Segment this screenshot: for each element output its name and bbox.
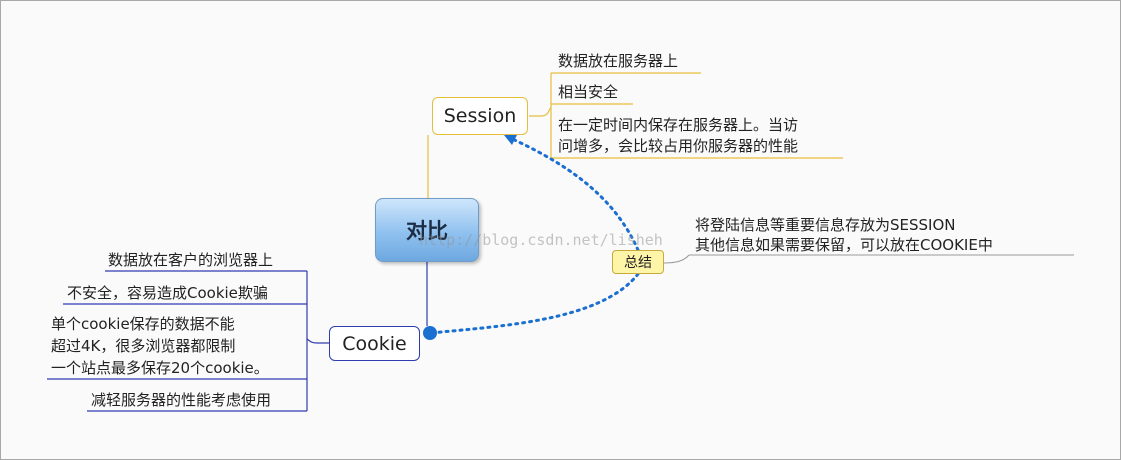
session-topic-label: Session <box>443 105 517 127</box>
session-item-1[interactable]: 数据放在服务器上 <box>558 52 679 70</box>
cookie-item-2[interactable]: 不安全，容易造成Cookie欺骗 <box>67 284 268 302</box>
cookie-item-3-line3[interactable]: 一个站点最多保存20个cookie。 <box>51 359 269 377</box>
session-item-3-line1[interactable]: 在一定时间内保存在服务器上。当访 <box>558 116 799 134</box>
summary-note-line1: 将登陆信息等重要信息存放为SESSION <box>695 216 956 234</box>
cookie-item-3-line2[interactable]: 超过4K，很多浏览器都限制 <box>51 337 236 355</box>
watermark: http://blog.csdn.net/lisheh <box>419 231 663 249</box>
summary-callout[interactable]: 总结 <box>612 250 664 274</box>
summary-note: 将登陆信息等重要信息存放为SESSION 其他信息如果需要保留，可以放在COOK… <box>695 215 993 255</box>
cookie-topic-label: Cookie <box>342 332 407 355</box>
session-item-3-line2[interactable]: 问增多，会比较占用你服务器的性能 <box>558 137 799 155</box>
cookie-topic[interactable]: Cookie <box>329 326 420 361</box>
central-topic[interactable]: 对比 <box>375 198 479 262</box>
central-topic-label: 对比 <box>406 219 448 243</box>
summary-label: 总结 <box>624 255 652 271</box>
session-topic[interactable]: Session <box>432 97 528 135</box>
cookie-item-4[interactable]: 减轻服务器的性能考虑使用 <box>91 391 272 409</box>
cookie-item-1[interactable]: 数据放在客户的浏览器上 <box>108 251 274 269</box>
summary-note-line2: 其他信息如果需要保留，可以放在COOKIE中 <box>695 236 993 254</box>
cookie-item-3-line1[interactable]: 单个cookie保存的数据不能 <box>51 315 235 333</box>
session-item-2[interactable]: 相当安全 <box>558 83 619 101</box>
